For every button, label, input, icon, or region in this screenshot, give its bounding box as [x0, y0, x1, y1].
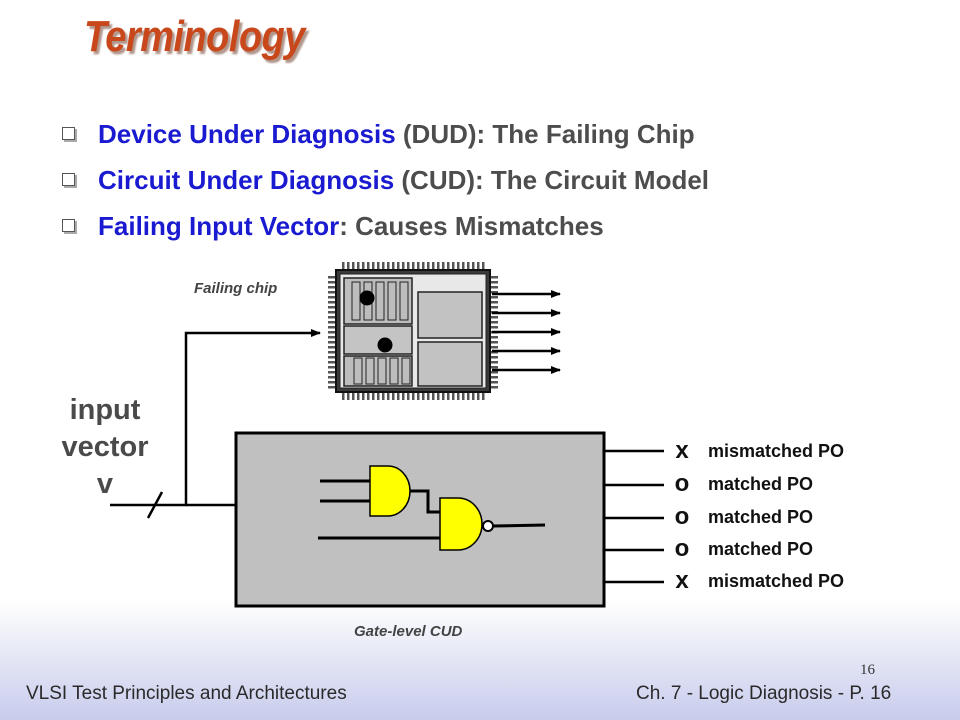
cud-box — [234, 431, 606, 608]
po-status: matched PO — [708, 474, 814, 494]
square-bullet-icon — [62, 127, 75, 140]
match-mark: o — [674, 535, 690, 562]
bullet-term: Device Under Diagnosis — [98, 119, 396, 149]
failing-chip-label: Failing chip — [194, 280, 278, 297]
gate-level-cud-label: Gate-level CUD — [354, 623, 463, 640]
match-mark: o — [674, 503, 690, 530]
fault-dot-icon — [359, 290, 375, 306]
square-bullet-icon — [62, 173, 75, 186]
fault-dot-icon — [377, 337, 393, 353]
po-status: matched PO — [708, 539, 814, 559]
slide-title: Terminology — [84, 12, 305, 61]
cud-output-lines — [604, 449, 664, 584]
square-bullet-icon — [62, 219, 75, 232]
match-mark: o — [674, 470, 690, 497]
nand-gate — [318, 489, 546, 551]
po-status: mismatched PO — [708, 441, 845, 461]
bullet-definition: : Causes Mismatches — [339, 211, 604, 241]
bullet-definition: (CUD): The Circuit Model — [394, 165, 710, 195]
page-number: 16 — [860, 662, 875, 678]
and-gate — [320, 465, 411, 517]
mismatch-mark: x — [675, 567, 689, 594]
footer-chapter: Ch. 7 - Logic Diagnosis - P. 16 — [636, 683, 892, 704]
po-status: matched PO — [708, 507, 814, 527]
mismatch-mark: x — [675, 437, 689, 464]
bullet-term: Circuit Under Diagnosis — [98, 165, 395, 195]
chip-output-arrows — [492, 290, 561, 374]
input-wire — [110, 329, 321, 519]
footer-band — [0, 600, 960, 720]
bullet-definition: (DUD): The Failing Chip — [395, 119, 695, 149]
po-status: mismatched PO — [708, 571, 845, 591]
footer-course-title: VLSI Test Principles and Architectures — [26, 683, 347, 704]
bullet-term: Failing Input Vector — [98, 211, 340, 241]
failing-chip — [335, 269, 491, 393]
